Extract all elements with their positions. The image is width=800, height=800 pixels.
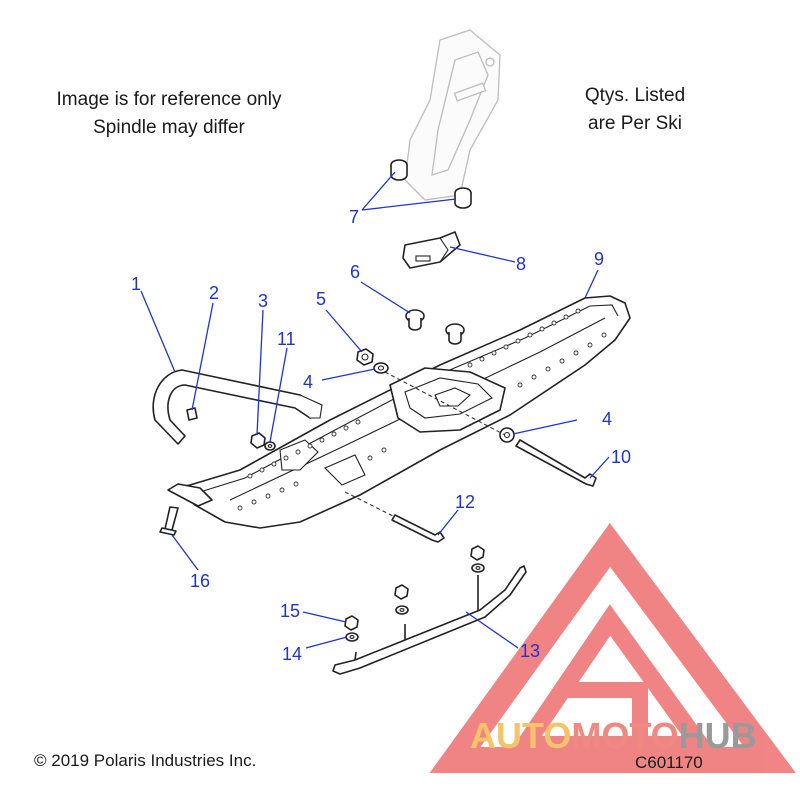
bushing-7-right: [454, 187, 472, 209]
nut-3: [250, 432, 266, 449]
callout-4b: 4: [602, 409, 612, 429]
callout-16: 16: [190, 571, 210, 591]
bumper-8: [402, 231, 461, 269]
callout-2: 2: [209, 283, 219, 303]
callout-1: 1: [131, 274, 141, 294]
callouts: 1 2 3 11 5 6 4 4 7 8 9 10 12 13 14 15 16: [131, 207, 631, 664]
nut-15: [344, 615, 359, 631]
quantity-note: Qtys. Listed are Per Ski: [560, 82, 710, 138]
copyright-text: © 2019 Polaris Industries Inc.: [34, 751, 257, 770]
ski-9: [167, 295, 631, 529]
bolt-6-second: [445, 323, 465, 345]
callout-15: 15: [280, 601, 300, 621]
callout-11: 11: [277, 329, 296, 349]
callout-10: 10: [611, 447, 631, 467]
callout-4a: 4: [303, 372, 313, 392]
washer-14-c: [471, 563, 485, 573]
bolt-10: [515, 439, 597, 487]
leader-lines: [140, 171, 610, 649]
watermark-auto: AUTO: [470, 715, 571, 756]
watermark-text: AUTOMOTOHUB: [470, 715, 757, 756]
watermark-moto: MOTO: [571, 715, 678, 756]
diagram-code: C601170: [635, 753, 703, 772]
callout-7: 7: [349, 207, 359, 227]
callout-3: 3: [258, 291, 268, 311]
watermark-logo: [429, 523, 796, 773]
callout-12: 12: [455, 492, 475, 512]
washer-14-b: [395, 605, 409, 615]
callout-5: 5: [316, 289, 326, 309]
nut-15-b: [394, 584, 409, 600]
quantity-note-line2: are Per Ski: [588, 113, 682, 134]
callout-14: 14: [282, 644, 302, 664]
callout-9: 9: [594, 249, 604, 269]
bolt-6: [405, 309, 425, 331]
nut-15-c: [470, 545, 485, 561]
callout-13: 13: [520, 641, 540, 661]
callout-8: 8: [516, 254, 526, 274]
ski-loop-1: [152, 369, 323, 445]
pin-16: [159, 506, 179, 536]
washer-4-lower: [499, 427, 515, 443]
ski-grip-holes: [237, 308, 607, 511]
reference-note-line1: Image is for reference only: [56, 89, 282, 110]
reference-note: Image is for reference only Spindle may …: [20, 86, 318, 142]
watermark-hub: HUB: [679, 715, 757, 756]
wear-bar-13: [332, 565, 527, 675]
washer-11: [264, 441, 276, 451]
bushing-7-left: [390, 159, 408, 181]
washer-14: [345, 632, 359, 642]
callout-6: 6: [350, 262, 360, 282]
nut-5: [356, 348, 374, 366]
reference-note-line2: Spindle may differ: [93, 117, 245, 138]
washer-4-upper: [373, 362, 389, 374]
quantity-note-line1: Qtys. Listed: [584, 85, 686, 106]
bolt-12: [391, 514, 445, 543]
spindle-reference: [404, 29, 501, 201]
svg-text:AUTOMOTOHUB: AUTOMOTOHUB: [470, 715, 757, 756]
